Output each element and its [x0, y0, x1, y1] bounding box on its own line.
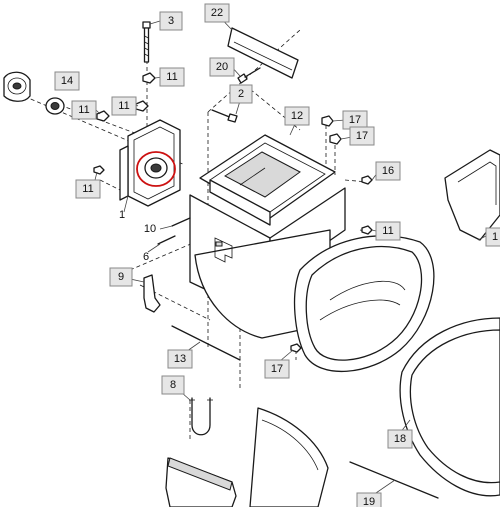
- small-bolt-20: [237, 67, 261, 84]
- callout-17-mid-label: 17: [356, 130, 368, 142]
- callout-22: 22: [204, 3, 230, 23]
- callout-17-bottom: 17: [264, 359, 290, 379]
- callout-11-bottom-left: 11: [75, 179, 101, 199]
- callout-11-mid: 11: [111, 96, 137, 116]
- callout-9-label: 9: [118, 271, 124, 283]
- gasket-ring: [399, 317, 500, 497]
- long-bolt: [142, 21, 151, 63]
- callout-11-mid-label: 11: [118, 100, 129, 112]
- callout-2-label: 2: [238, 88, 244, 100]
- callout-12: 12: [284, 106, 310, 126]
- latch: [143, 274, 161, 313]
- rod-19: [349, 461, 439, 499]
- callout-1-right: 1: [485, 227, 500, 247]
- callout-8-label: 8: [170, 379, 176, 391]
- callout-13: 13: [167, 349, 193, 369]
- u-bolt: [189, 397, 213, 436]
- rod-13: [171, 325, 241, 361]
- callout-19: 19: [356, 492, 382, 507]
- bearing: [45, 97, 65, 115]
- callout-17-bottom-label: 17: [271, 363, 283, 375]
- left-pulley: [3, 71, 31, 102]
- callout-14-label: 14: [61, 75, 73, 87]
- callout-14: 14: [54, 71, 80, 91]
- callout-17-mid: 17: [349, 126, 375, 146]
- callout-11-top-label: 11: [166, 71, 177, 83]
- callout-18-label: 18: [394, 433, 406, 445]
- highlight-circle: [136, 151, 176, 187]
- deflector-plate: [227, 27, 299, 79]
- callout-11-top: 11: [159, 67, 185, 87]
- label-1: 1: [119, 209, 125, 221]
- callout-13-label: 13: [174, 353, 186, 365]
- callout-12-label: 12: [291, 110, 303, 122]
- callout-11-left: 11: [71, 100, 97, 120]
- callout-16-label: 16: [382, 165, 394, 177]
- lower-chute: [165, 407, 329, 507]
- label-6: 6: [143, 251, 149, 263]
- chute-housing: [189, 134, 435, 373]
- label-10: 10: [144, 223, 156, 235]
- callout-3: 3: [159, 11, 183, 31]
- callout-17-top: 17: [342, 110, 368, 130]
- callout-20: 20: [209, 57, 235, 77]
- callout-9: 9: [109, 267, 133, 287]
- bolt-2: [211, 109, 238, 123]
- bearing-housing-plate: [119, 119, 181, 207]
- callout-3-label: 3: [168, 15, 174, 27]
- callout-16: 16: [375, 161, 401, 181]
- callout-17-top-label: 17: [349, 114, 361, 126]
- callout-2: 2: [229, 84, 253, 104]
- callout-20-label: 20: [216, 61, 228, 73]
- callout-11-right: 11: [375, 221, 401, 241]
- callout-11-left-label: 11: [78, 104, 89, 116]
- pins: [157, 217, 191, 245]
- callout-11-right-label: 11: [382, 225, 393, 237]
- callout-22-label: 22: [211, 7, 223, 19]
- callout-19-label: 19: [363, 496, 375, 507]
- right-bracket: [444, 149, 500, 241]
- callout-18: 18: [387, 429, 413, 449]
- callout-1-right-label: 1: [492, 231, 498, 243]
- callout-8: 8: [161, 375, 185, 395]
- callout-11-bottom-left-label: 11: [82, 183, 93, 195]
